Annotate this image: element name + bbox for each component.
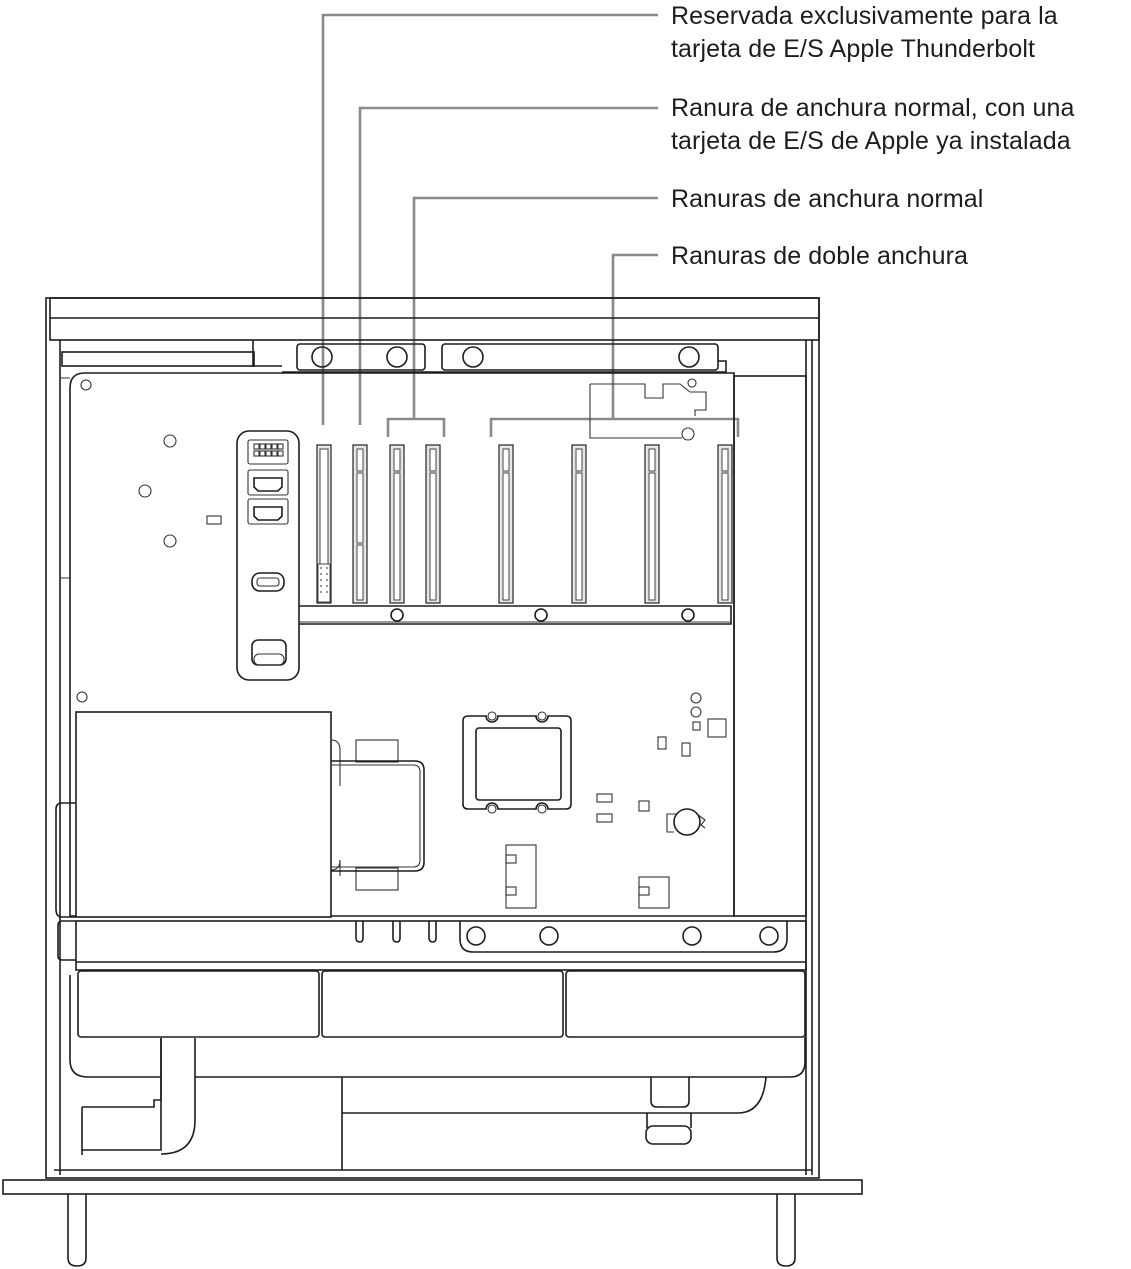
lower-bays xyxy=(54,970,812,1171)
header-connector-icon xyxy=(247,439,289,465)
screw-icon xyxy=(466,926,486,946)
power-supply xyxy=(55,711,425,918)
callout-normal-width-slots: Ranuras de anchura normal xyxy=(671,183,983,216)
screw-icon xyxy=(759,926,779,946)
pcie-slot-double-2 xyxy=(571,444,587,604)
callout-line: Ranura de anchura normal, con una xyxy=(671,94,1075,122)
callout-line: Ranuras de doble anchura xyxy=(671,242,969,270)
leader-line-io-card xyxy=(358,106,658,425)
callout-line: tarjeta de E/S Apple Thunderbolt xyxy=(671,35,1036,63)
callout-line: Ranuras de anchura normal xyxy=(671,185,984,213)
pcie-slot-io-card xyxy=(352,444,368,604)
leader-lines xyxy=(321,13,740,437)
pcie-slot-normal-2 xyxy=(425,444,441,604)
hdmi-port-icon xyxy=(253,477,283,492)
pcie-slot-normal-1 xyxy=(389,444,405,604)
callout-double-width-slots: Ranuras de doble anchura xyxy=(671,240,968,273)
screw-icon xyxy=(678,346,700,368)
screw-icon xyxy=(462,346,484,368)
slot-retention-bar xyxy=(299,605,732,625)
bracket-double-slots xyxy=(489,417,740,437)
callout-line: tarjeta de E/S de Apple ya instalada xyxy=(671,127,1071,155)
screw-icon xyxy=(386,346,408,368)
screw-icon xyxy=(539,926,559,946)
hdmi-port-icon xyxy=(253,506,283,521)
leader-line-double-slots xyxy=(611,253,658,419)
bracket-outline xyxy=(589,383,707,439)
pcie-slot-thunderbolt xyxy=(316,444,332,604)
bracket-normal-slots xyxy=(386,417,446,437)
screw-icon xyxy=(311,346,333,368)
cpu-socket xyxy=(462,711,572,814)
usb-c-port-icon xyxy=(251,572,285,592)
leader-line-normal-slots xyxy=(412,196,658,419)
foot-right xyxy=(776,1194,796,1267)
pcie-slot-double-4 xyxy=(717,444,733,604)
base-and-feet xyxy=(2,1179,863,1267)
callout-thunderbolt-reserved: Reservada exclusivamente para la tarjeta… xyxy=(671,0,1058,66)
coin-battery-icon xyxy=(673,808,701,836)
right-panel xyxy=(733,375,807,917)
pcie-slot-double-3 xyxy=(644,444,660,604)
pcie-slot-double-1 xyxy=(498,444,514,604)
foot-left xyxy=(67,1194,87,1267)
pcie-slots xyxy=(316,444,733,604)
io-port-panel xyxy=(236,430,300,681)
top-rail xyxy=(61,340,727,373)
bottom-rail xyxy=(57,920,807,971)
callout-normal-width-with-io-card: Ranura de anchura normal, con una tarjet… xyxy=(671,92,1075,158)
leader-line-thunderbolt xyxy=(321,13,658,425)
callout-line: Reservada exclusivamente para la xyxy=(671,2,1058,30)
screw-icon xyxy=(682,926,702,946)
board-components xyxy=(505,692,727,909)
